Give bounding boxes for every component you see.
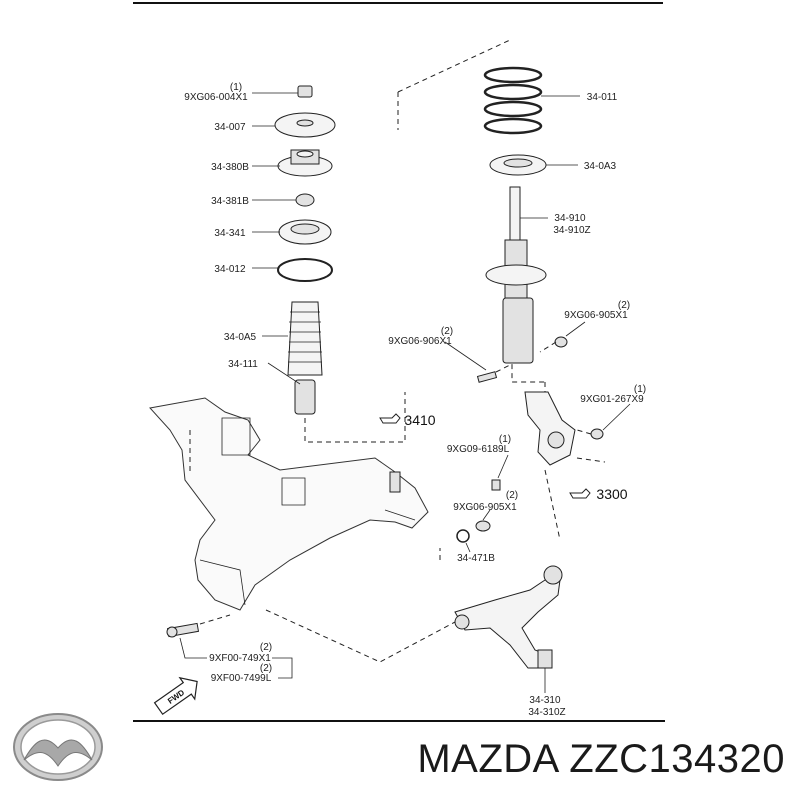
callout-code: 9XG09-6189L (447, 444, 510, 455)
callout-frame-bolt-b: (2) 9XF00-7499L (211, 663, 272, 684)
callout-qty: (1) (499, 434, 511, 445)
strut-nut-part (539, 321, 586, 353)
callout-strut-bolt: (2) 9XG06-906X1 (388, 326, 453, 347)
knuckle-bolt-part (491, 454, 509, 491)
bearing-part (252, 219, 332, 245)
frame-bolt-part (166, 614, 293, 679)
callout-spring: 34-011 (587, 92, 618, 103)
callout-spring-seat: 34-0A3 (584, 161, 617, 172)
pointer-hand-icon (379, 413, 401, 424)
pointer-hand-icon (569, 488, 591, 499)
callout-code: 9XF00-7499L (211, 673, 272, 684)
callout-bump-stop: 34-111 (228, 359, 258, 370)
bump-stop-part (267, 362, 316, 415)
mount-nut-part (252, 193, 315, 207)
callout-boot: 34-0A5 (224, 332, 257, 343)
callout-code: 9XF00-749X1 (209, 653, 271, 664)
callout-code: 9XG06-906X1 (388, 336, 452, 347)
subframe-part (149, 397, 429, 611)
callout-control-arm: 34-310 34-310Z (528, 695, 565, 718)
callout-qty: (2) (618, 300, 630, 311)
callout-mount-plate: 34-007 (214, 122, 246, 133)
seat-ring-part (252, 258, 333, 282)
callout-arm-nut: (2) 9XG06-905X1 (453, 490, 518, 513)
mount-plate-part (252, 112, 336, 138)
ref-callout-b: 3300 (569, 486, 628, 502)
ref-label: 3300 (596, 486, 627, 502)
fwd-arrow-icon: FWD (153, 676, 198, 716)
callout-qty: (2) (260, 642, 272, 653)
callout-code: 34-310 (529, 695, 561, 706)
strut-bolt-part (444, 341, 548, 383)
callout-code: 9XG06-905X1 (564, 310, 628, 321)
ref-label: 3410 (404, 412, 435, 428)
callout-bearing: 34-341 (214, 228, 246, 239)
arm-nut-part (475, 509, 491, 532)
callout-code: 9XG06-004X1 (184, 92, 248, 103)
callout-knuckle-bolt: (1) 9XG09-6189L (447, 434, 511, 455)
mount-block-part (252, 149, 333, 177)
control-arm-part (454, 565, 563, 693)
callout-qty: (2) (260, 663, 272, 674)
callout-qty: (2) (506, 490, 518, 501)
arm-washer-part (439, 529, 471, 560)
top-nut-part (252, 85, 313, 98)
callout-knuckle-nut: (1) 9XG01-267X9 (580, 384, 646, 405)
callout-qty: (1) (230, 82, 242, 93)
spring-seat-part (489, 154, 578, 176)
strut-part (485, 186, 548, 364)
callout-code: 9XG01-267X9 (580, 394, 644, 405)
product-title: MAZDA ZZC134320 (417, 737, 785, 781)
callout-arm-washer: 34-471B (457, 553, 495, 564)
callout-strut-nut: (2) 9XG06-905X1 (564, 300, 630, 321)
boot-part (262, 301, 323, 376)
callout-qty: (1) (634, 384, 646, 395)
callout-mount-nut: 34-381B (211, 196, 249, 207)
callout-seat: 34-012 (214, 264, 246, 275)
callout-nut-top: (1) 9XG06-004X1 (184, 82, 248, 103)
ref-callout-a: 3410 (379, 412, 436, 428)
mazda-logo (13, 713, 103, 781)
knuckle-nut-part (576, 403, 631, 440)
callout-strut: 34-910 34-910Z (553, 213, 590, 236)
callout-code: 34-910 (554, 213, 586, 224)
knuckle-part (524, 382, 576, 466)
callout-qty: (2) (441, 326, 453, 337)
callout-code-2: 34-910Z (553, 225, 590, 236)
callout-code: 9XG06-905X1 (453, 502, 517, 513)
spring-part (483, 66, 580, 135)
callout-code-2: 34-310Z (528, 707, 565, 718)
mount-stack (252, 85, 406, 443)
callout-mount-block: 34-380B (211, 162, 249, 173)
callout-frame-bolt-a: (2) 9XF00-749X1 (209, 642, 272, 664)
